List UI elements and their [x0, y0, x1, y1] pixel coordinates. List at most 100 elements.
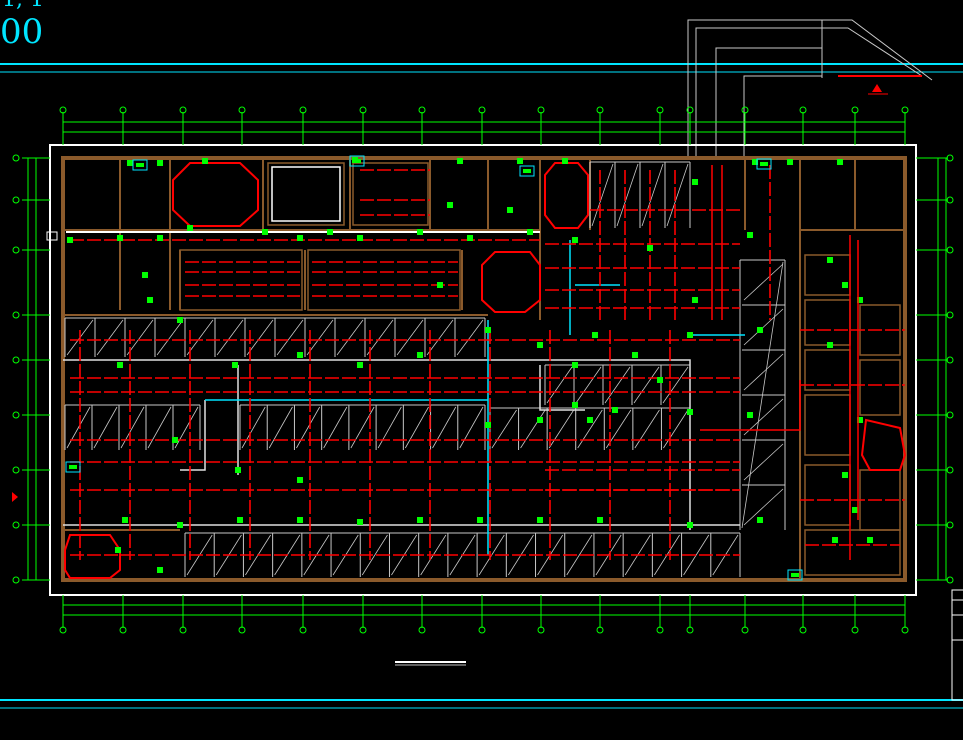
grid-axis-bubble [656, 106, 664, 114]
grid-axis-bubble [946, 411, 954, 419]
bay-diagonal [743, 398, 784, 436]
grid-axis-bubble [946, 521, 954, 529]
square-device-icon [297, 235, 303, 241]
title-block [951, 589, 963, 701]
panel-box-icon [760, 162, 768, 166]
square-device-icon [647, 245, 653, 251]
bay-diagonal [296, 406, 321, 449]
bay-diagonal [743, 353, 784, 391]
square-device-icon [517, 158, 523, 164]
bay-diagonal [120, 406, 145, 449]
grid-axis-bubble [12, 356, 20, 364]
bay-diagonal [241, 406, 266, 449]
panel-box-icon [69, 465, 77, 469]
grid-axis-bubble [596, 626, 604, 634]
bay-diagonal [548, 409, 575, 449]
square-device-icon [852, 507, 858, 513]
panel-box-icon [523, 169, 531, 173]
square-device-icon [437, 282, 443, 288]
grid-axis-bubble [946, 196, 954, 204]
square-device-icon [687, 332, 693, 338]
square-device-icon [747, 232, 753, 238]
square-device-icon [687, 409, 693, 415]
square-device-icon [747, 412, 753, 418]
square-device-icon [232, 362, 238, 368]
panel-box [65, 461, 81, 473]
bay-diagonal [683, 534, 710, 576]
grid-axis-bubble [12, 154, 20, 162]
grid-axis-bubble [799, 106, 807, 114]
grid-axis-bubble [741, 106, 749, 114]
bay-diagonal [662, 366, 689, 404]
devices [65, 155, 873, 581]
square-device-icon [527, 229, 533, 235]
grid-axis-bubble [59, 106, 67, 114]
square-device-icon [632, 352, 638, 358]
bay-diagonal [366, 319, 394, 356]
square-device-icon [592, 332, 598, 338]
plan-caption [395, 661, 466, 666]
grid-axis-bubble [596, 106, 604, 114]
square-device-icon [757, 327, 763, 333]
bay-diagonal [156, 319, 184, 356]
grid-axis-bubble [851, 626, 859, 634]
dimension-grid-left [12, 154, 50, 584]
grid-axis-bubble [12, 466, 20, 474]
grid-axis-bubble [418, 626, 426, 634]
square-device-icon [832, 537, 838, 543]
grid-axis-bubble [946, 311, 954, 319]
square-device-icon [147, 297, 153, 303]
square-device-icon [837, 159, 843, 165]
square-device-icon [562, 158, 568, 164]
square-device-icon [597, 517, 603, 523]
square-device-icon [177, 522, 183, 528]
panel-box [519, 165, 535, 177]
grid-axis-bubble [901, 106, 909, 114]
bay-diagonal [426, 319, 454, 356]
grid-axis-bubble [851, 106, 859, 114]
grid-axis-bubble [12, 311, 20, 319]
bay-diagonal [96, 319, 124, 356]
bay-diagonal [743, 308, 784, 346]
square-device-icon [827, 342, 833, 348]
conduit-lines [205, 240, 745, 555]
square-device-icon [417, 352, 423, 358]
bay-diagonal [566, 534, 593, 576]
grid-axis-bubble [299, 626, 307, 634]
square-device-icon [572, 402, 578, 408]
square-device-icon [237, 517, 243, 523]
square-device-icon [485, 422, 491, 428]
square-device-icon [357, 519, 363, 525]
square-device-icon [235, 467, 241, 473]
grid-axis-bubble [119, 106, 127, 114]
square-device-icon [477, 517, 483, 523]
bay-diagonal [591, 163, 614, 227]
corridor-lines [63, 231, 740, 530]
sheet-border [49, 144, 917, 596]
grid-axis-bubble [478, 626, 486, 634]
square-device-icon [177, 317, 183, 323]
grid-axis-bubble [686, 626, 694, 634]
square-device-icon [187, 225, 193, 231]
panel-box [349, 155, 365, 167]
bay-diagonal [126, 319, 154, 356]
panel-box-icon [136, 163, 144, 167]
grid-axis-bubble [119, 626, 127, 634]
square-device-icon [67, 237, 73, 243]
dimension-grid-right [916, 154, 954, 584]
grid-axis-bubble [12, 196, 20, 204]
grid-axis-bubble [946, 356, 954, 364]
square-device-icon [757, 517, 763, 523]
square-device-icon [297, 477, 303, 483]
entry-markers [12, 231, 58, 502]
square-device-icon [417, 517, 423, 523]
grid-axis-bubble [901, 626, 909, 634]
grid-axis-bubble [537, 626, 545, 634]
grid-axis-bubble [179, 626, 187, 634]
bay-diagonal [404, 406, 429, 449]
grid-axis-bubble [359, 626, 367, 634]
bay-diagonal [641, 163, 664, 227]
square-device-icon [537, 517, 543, 523]
square-device-icon [787, 159, 793, 165]
